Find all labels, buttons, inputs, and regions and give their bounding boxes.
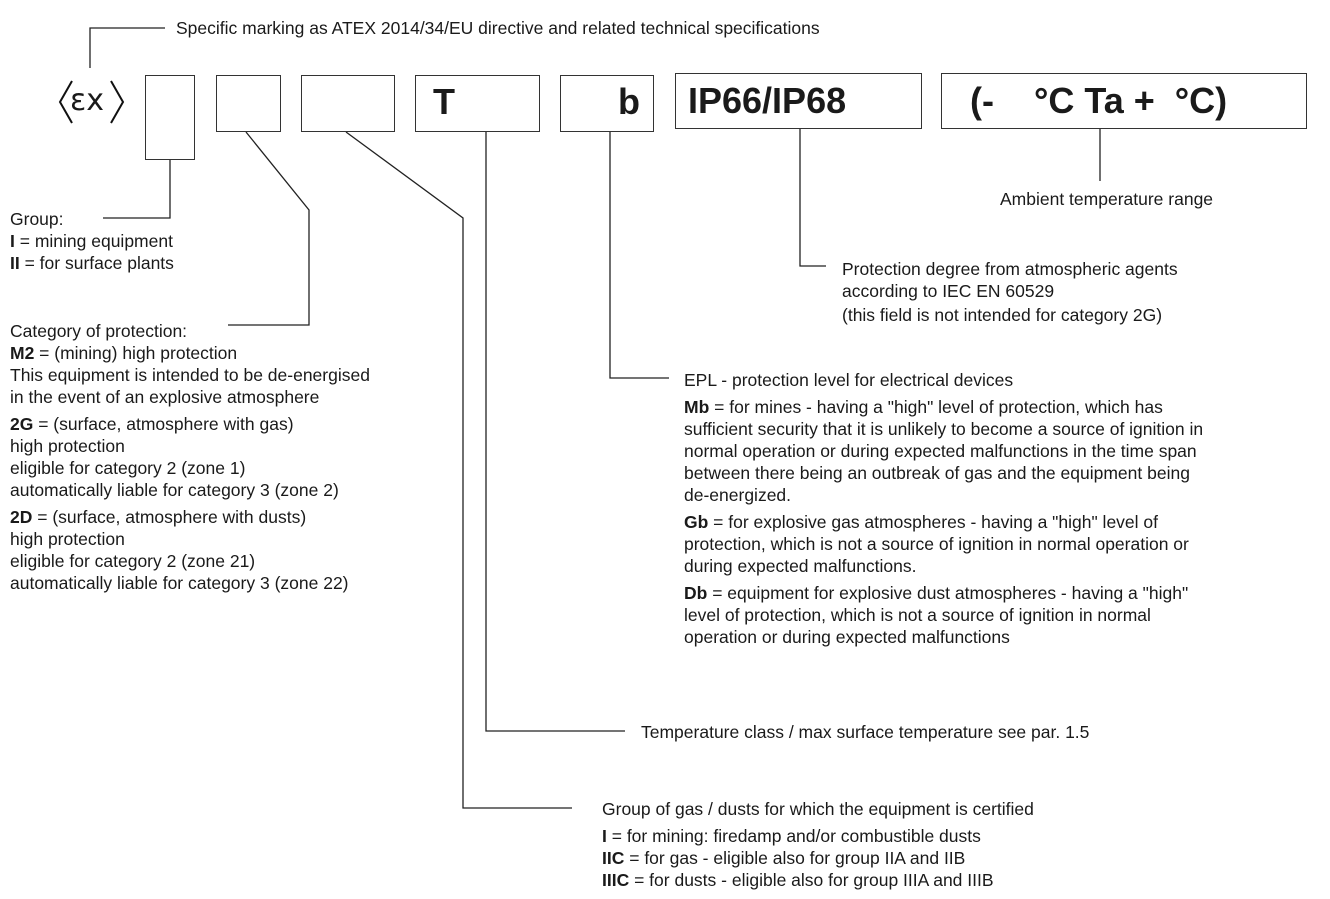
line-group	[103, 160, 171, 219]
box-category	[216, 75, 281, 132]
gas-group-title: Group of gas / dusts for which the equip…	[602, 799, 1034, 819]
temp-class-label: Temperature class / max surface temperat…	[641, 722, 1090, 742]
category-2d: 2D = (surface, atmosphere with dusts)	[10, 507, 307, 527]
line-gas-group	[345, 131, 572, 809]
group-title: Group:	[10, 209, 64, 229]
line-category	[228, 131, 310, 326]
box-temp-class	[415, 75, 540, 132]
category-block: Category of protection: M2 = (mining) hi…	[10, 321, 370, 593]
group-item: I = mining equipment	[10, 231, 173, 251]
gas-group-item: I = for mining: firedamp and/or combusti…	[602, 826, 981, 846]
group-block: Group: I = mining equipment II = for sur…	[10, 208, 174, 274]
epl-db: Db = equipment for explosive dust atmosp…	[684, 583, 1189, 603]
protection-degree-block: Protection degree from atmospheric agent…	[842, 259, 1178, 325]
gas-group-block: Group of gas / dusts for which the equip…	[602, 798, 1034, 891]
category-m2: M2 = (mining) high protection	[10, 343, 238, 363]
temp-class-letter: T	[433, 81, 455, 122]
line-epl	[609, 132, 669, 379]
box-ambient	[941, 73, 1307, 129]
epl-gb: Gb = for explosive gas atmospheres - hav…	[684, 512, 1158, 532]
line-temp-class	[485, 132, 625, 732]
group-item: II = for surface plants	[10, 253, 174, 273]
box-gas-group	[301, 75, 395, 132]
gas-group-item: IIC = for gas - eligible also for group …	[602, 848, 966, 868]
ambient-range-text: (- °C Ta + °C)	[970, 80, 1228, 121]
header-caption: Specific marking as ATEX 2014/34/EU dire…	[176, 18, 820, 38]
box-ip-rating	[675, 73, 922, 129]
epl-letter: b	[618, 81, 640, 122]
ip-rating-text: IP66/IP68	[688, 80, 847, 121]
box-group	[145, 75, 195, 160]
box-epl	[560, 75, 654, 132]
category-title: Category of protection:	[10, 321, 188, 341]
ex-symbol-text: εx	[70, 83, 104, 118]
epl-block: EPL - protection level for electrical de…	[684, 370, 1204, 647]
line-header	[89, 27, 165, 68]
epl-mb: Mb = for mines - having a "high" level o…	[684, 397, 1163, 417]
line-ip	[799, 129, 826, 267]
ex-hexagon-icon	[58, 80, 125, 124]
gas-group-item: IIIC = for dusts - eligible also for gro…	[602, 870, 994, 890]
epl-title: EPL - protection level for electrical de…	[684, 370, 1014, 390]
category-2g: 2G = (surface, atmosphere with gas)	[10, 414, 294, 434]
ambient-label: Ambient temperature range	[1000, 189, 1214, 209]
